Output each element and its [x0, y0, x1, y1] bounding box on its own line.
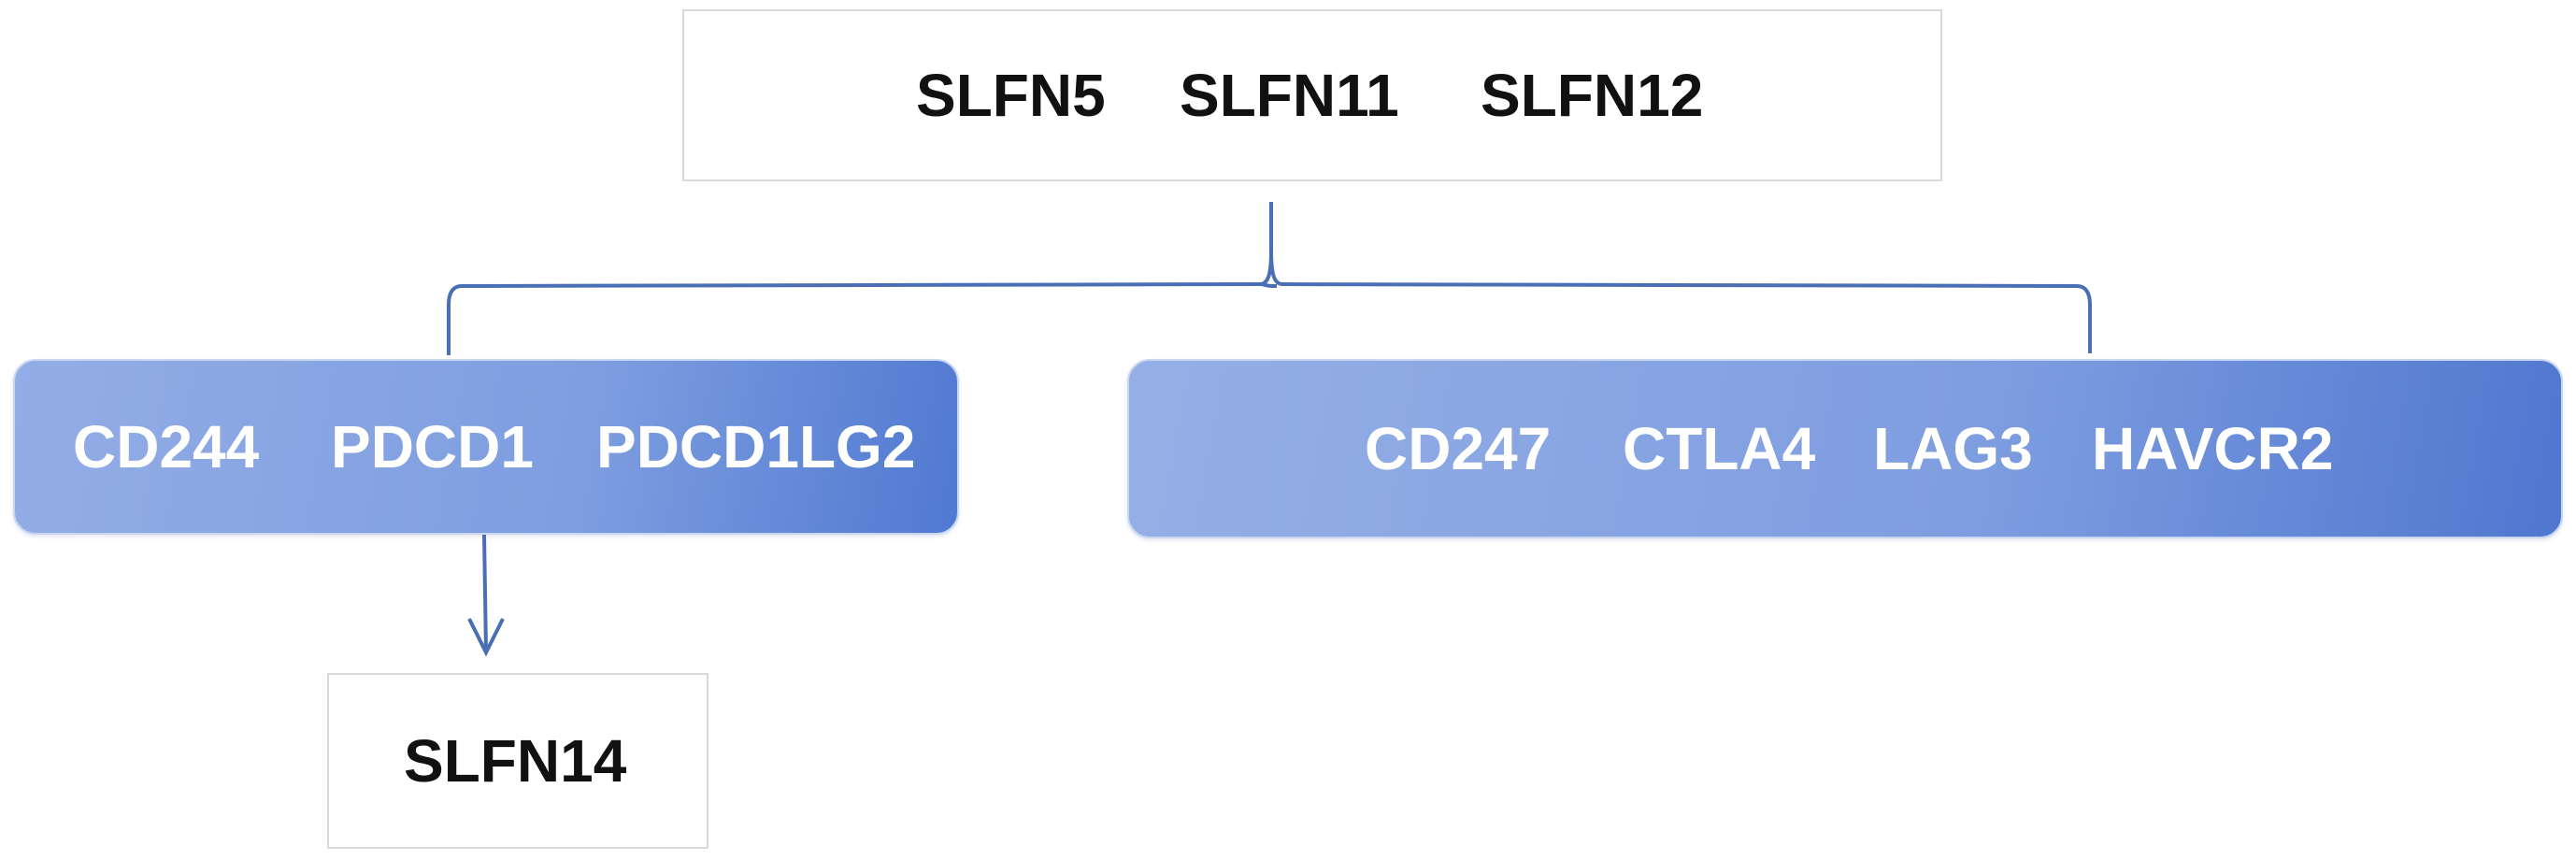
- arrow-shaft: [482, 534, 488, 653]
- brace-left-arm: [447, 282, 1263, 355]
- gene-label: CD244: [73, 413, 260, 480]
- gene-label: SLFN14: [404, 727, 627, 795]
- bottom-gene-box: SLFN14: [327, 673, 708, 849]
- gene-label: PDCD1LG2: [596, 413, 916, 480]
- gene-label: LAG3: [1873, 415, 2033, 482]
- right-gene-box: CD247 CTLA4 LAG3 HAVCR2: [1127, 359, 2563, 538]
- left-gene-box: CD244 PDCD1 PDCD1LG2: [13, 359, 959, 535]
- brace-connector: [1255, 202, 1281, 288]
- gene-label: SLFN12: [1481, 62, 1704, 129]
- gene-label: HAVCR2: [2092, 415, 2334, 482]
- gene-label: SLFN5: [916, 62, 1106, 129]
- top-gene-box: SLFN5 SLFN11 SLFN12: [682, 9, 1942, 181]
- gene-label: CD247: [1365, 415, 1552, 482]
- gene-label: CTLA4: [1623, 415, 1816, 482]
- gene-label: SLFN11: [1180, 62, 1399, 129]
- arrow-head: [467, 618, 505, 657]
- brace-right-arm: [1280, 282, 2092, 353]
- gene-label: PDCD1: [331, 413, 534, 480]
